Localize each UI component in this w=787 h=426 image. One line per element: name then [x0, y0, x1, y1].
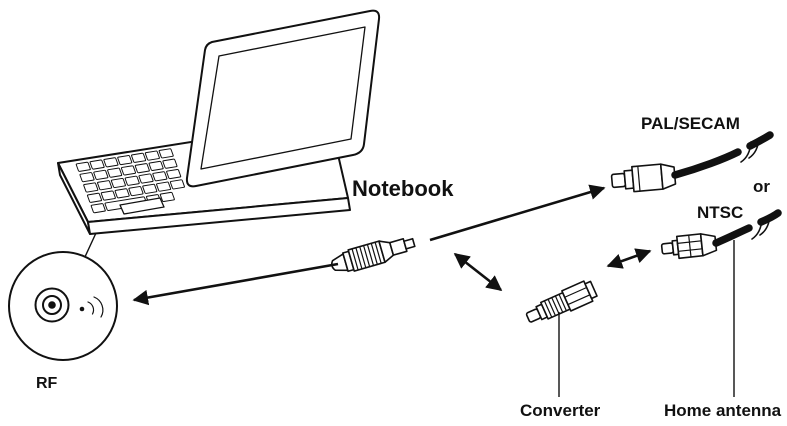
rf-port-detail	[8, 251, 118, 361]
ntsc-cable	[712, 224, 753, 247]
rf-callout-line	[83, 232, 97, 260]
arrow-to-rf-port	[132, 262, 339, 306]
converter-label: Converter	[520, 401, 601, 420]
ntsc-label: NTSC	[697, 203, 743, 222]
notebook-label: Notebook	[352, 176, 454, 201]
home-antenna-label: Home antenna	[664, 401, 782, 420]
or-label: or	[753, 177, 770, 196]
converter-illustration	[525, 280, 598, 323]
ntsc-connector	[660, 233, 718, 260]
notebook-illustration	[57, 9, 381, 235]
pal-secam-label: PAL/SECAM	[641, 114, 740, 133]
cable-break-icon	[740, 137, 760, 163]
pal-secam-cable	[671, 148, 742, 179]
pal-secam-connector	[610, 163, 677, 193]
laptop-screen-display	[200, 26, 366, 170]
cable-break-icon	[751, 214, 771, 240]
wireless-signal-icon	[79, 296, 104, 318]
rf-adapter-connector	[330, 237, 416, 273]
rf-label: RF	[36, 375, 58, 392]
pal-secam-cable-stub	[746, 131, 774, 150]
ntsc-cable-stub	[757, 209, 782, 226]
rf-jack-icon	[34, 287, 70, 323]
double-arrow-adapter-converter	[453, 252, 503, 292]
laptop-base-front-face	[87, 197, 351, 235]
double-arrow-converter-ntsc	[606, 248, 652, 269]
arrow-to-pal-secam	[429, 184, 606, 242]
laptop-touchpad	[119, 197, 165, 215]
rf-port-circle	[8, 251, 118, 361]
